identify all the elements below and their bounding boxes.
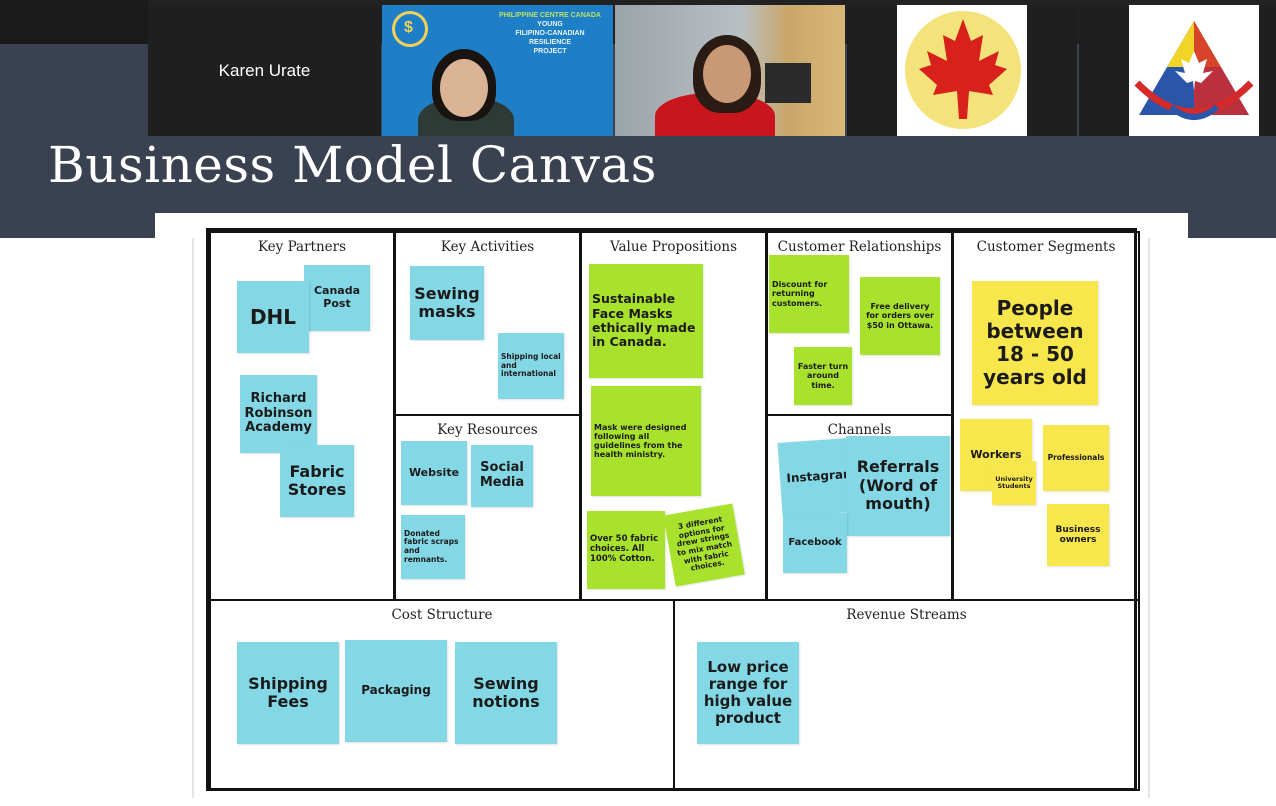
section-title: Value Propositions: [609, 239, 738, 255]
note-low-price: Low price range for high value product: [697, 642, 799, 744]
note-sewing-masks: Sewing masks: [410, 266, 484, 340]
logo-panel: [897, 5, 1027, 136]
section-channels: Channels Instagram Referrals (Word of mo…: [766, 414, 953, 601]
note-fabric-stores: Fabric Stores: [280, 445, 354, 517]
participant-video-pcc[interactable]: PHILIPPINE CENTRE CANADA YOUNG FILIPINO-…: [382, 5, 613, 136]
note-professionals: Professionals: [1043, 425, 1109, 491]
note-faster-turn: Faster turn around time.: [794, 347, 852, 405]
note-website: Website: [401, 441, 467, 505]
note-canada-post: Canada Post: [304, 265, 370, 331]
note-business-owners: Business owners: [1047, 504, 1109, 566]
note-university-students: University Students: [992, 461, 1036, 505]
section-cost-structure: Cost Structure Shipping Fees Packaging S…: [209, 599, 675, 791]
video-banner-line2: FILIPINO-CANADIAN: [515, 30, 585, 37]
note-discount: Discount for returning customers.: [769, 255, 849, 333]
participant-name: Karen Urate: [218, 61, 311, 80]
section-key-partners: Key Partners Canada Post DHL Richard Rob…: [209, 231, 395, 601]
video-banner-text: PHILIPPINE CENTRE CANADA YOUNG FILIPINO-…: [495, 11, 605, 56]
participant-video-2[interactable]: [615, 5, 845, 136]
note-referrals: Referrals (Word of mouth): [846, 436, 950, 536]
note-richard-robinson: Richard Robinson Academy: [240, 375, 317, 453]
section-revenue-streams: Revenue Streams Low price range for high…: [673, 599, 1140, 791]
section-title: Customer Segments: [976, 239, 1116, 255]
slide-title: Business Model Canvas: [48, 136, 657, 194]
person-face: [440, 59, 488, 117]
section-customer-segments: Customer Segments People between 18 - 50…: [952, 231, 1140, 601]
note-social-media: Social Media: [471, 445, 533, 507]
section-title: Key Partners: [257, 239, 347, 255]
participant-tile-karen[interactable]: Karen Urate: [148, 5, 381, 136]
person-face: [703, 45, 751, 103]
strip-left-panel: [0, 0, 148, 44]
note-health-guidelines: Mask were designed following all guideli…: [591, 386, 701, 496]
note-fabric-choices: Over 50 fabric choices. All 100% Cotton.: [587, 511, 665, 589]
participant-logo-pcc[interactable]: [1079, 5, 1276, 136]
video-banner-line1: YOUNG: [537, 21, 563, 28]
note-sewing-notions: Sewing notions: [455, 642, 557, 744]
participant-logo-maple[interactable]: [847, 5, 1077, 136]
section-title: Revenue Streams: [846, 607, 967, 623]
video-banner-line4: PROJECT: [533, 48, 567, 55]
section-title: Customer Relationships: [777, 239, 942, 255]
printer-shape: [765, 63, 811, 103]
section-key-resources: Key Resources Website Social Media Donat…: [394, 414, 581, 601]
note-donated-fabric: Donated fabric scraps and remnants.: [401, 515, 465, 579]
paper-edge-left: [192, 238, 194, 798]
section-title: Key Resources: [437, 422, 538, 438]
section-title: Channels: [827, 422, 892, 438]
note-packaging: Packaging: [345, 640, 447, 742]
note-people-age: People between 18 - 50 years old: [972, 281, 1098, 405]
section-title: Cost Structure: [391, 607, 493, 623]
section-title: Key Activities: [440, 239, 535, 255]
note-sustainable-masks: Sustainable Face Masks ethically made in…: [589, 264, 703, 378]
note-facebook: Facebook: [783, 513, 847, 573]
note-dhl: DHL: [237, 281, 309, 353]
video-banner-org: PHILIPPINE CENTRE CANADA: [499, 12, 601, 19]
paper-edge-right: [1148, 238, 1150, 798]
note-free-delivery: Free delivery for orders over $50 in Ott…: [860, 277, 940, 355]
money-icon: [392, 11, 428, 47]
business-model-canvas: Key Partners Canada Post DHL Richard Rob…: [206, 228, 1140, 791]
note-shipping-local: Shipping local and international: [498, 333, 564, 399]
logo-panel: [1129, 5, 1259, 136]
section-key-activities: Key Activities Sewing masks Shipping loc…: [394, 231, 581, 416]
maple-leaf-icon: [919, 19, 1007, 119]
section-value-propositions: Value Propositions Sustainable Face Mask…: [580, 231, 767, 601]
section-customer-relationships: Customer Relationships Discount for retu…: [766, 231, 953, 416]
note-draw-strings: 3 different options for drew strings to …: [663, 503, 745, 587]
video-banner-line3: RESILIENCE: [528, 39, 571, 46]
triangle-logo-icon: [1134, 21, 1254, 120]
note-shipping-fees: Shipping Fees: [237, 642, 339, 744]
